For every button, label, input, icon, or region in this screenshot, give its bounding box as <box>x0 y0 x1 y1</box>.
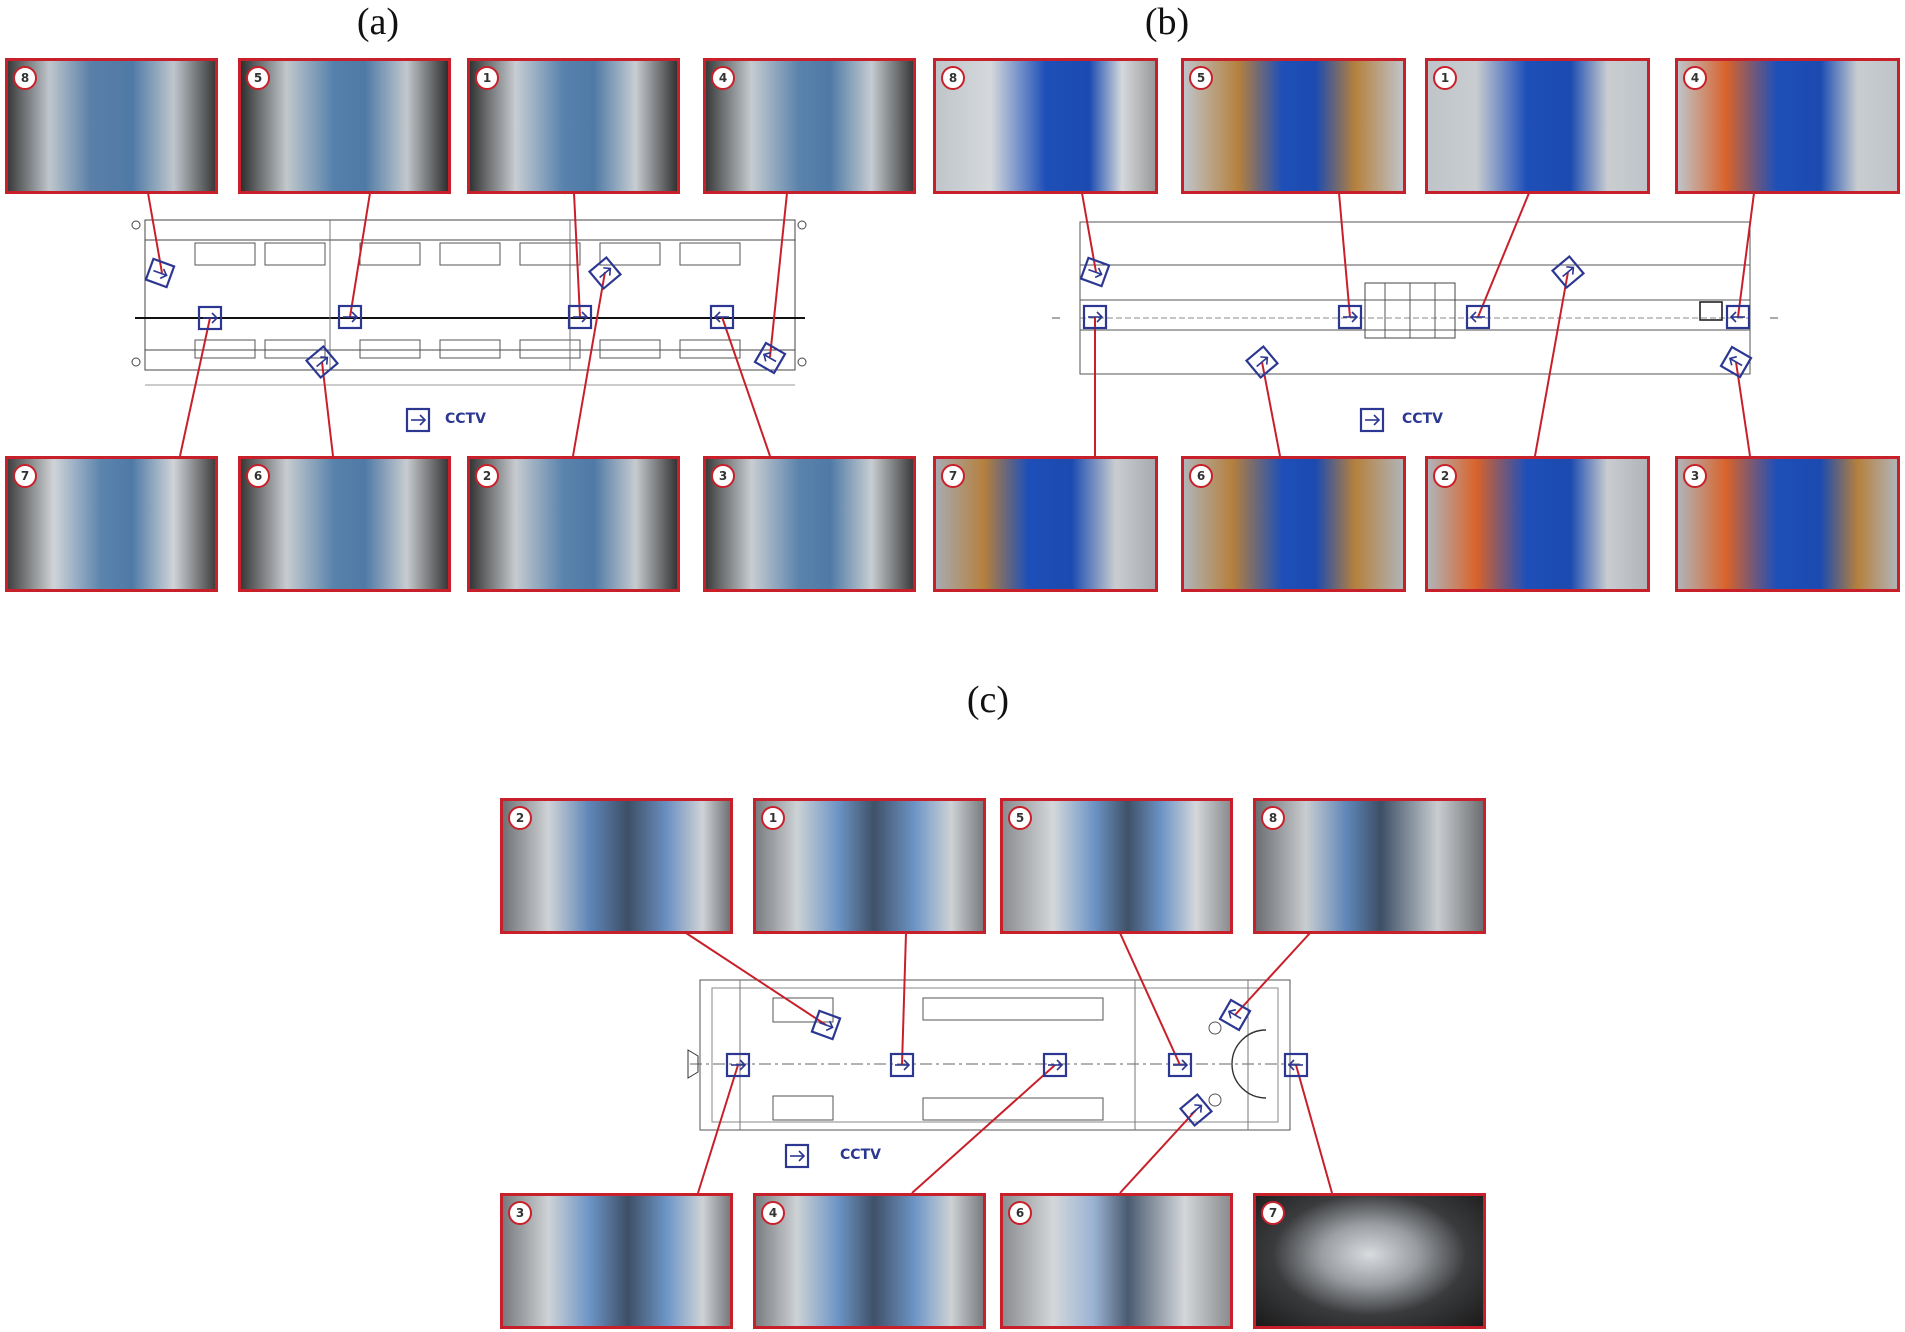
camera-number-badge: 7 <box>941 464 965 488</box>
panel-label-b: (b) <box>1144 1 1190 43</box>
camera-number-badge: 4 <box>711 66 735 90</box>
camera-number-badge: 8 <box>941 66 965 90</box>
camera-thumbnail: 6 <box>1000 1193 1233 1329</box>
camera-number-badge: 8 <box>1261 806 1285 830</box>
camera-number-badge: 1 <box>761 806 785 830</box>
floor-plan-b <box>1052 221 1778 375</box>
camera-thumbnail: 5 <box>1181 58 1406 194</box>
camera-number-badge: 2 <box>1433 464 1457 488</box>
camera-number-badge: 2 <box>475 464 499 488</box>
camera-number-badge: 5 <box>1189 66 1213 90</box>
camera-thumbnail: 2 <box>1425 456 1650 592</box>
camera-thumbnail: 7 <box>5 456 218 592</box>
panel-label-c: (c) <box>966 679 1010 721</box>
camera-number-badge: 4 <box>761 1201 785 1225</box>
camera-thumbnail: 7 <box>933 456 1158 592</box>
cctv-legend-label-c: CCTV <box>840 1147 881 1163</box>
camera-number-badge: 1 <box>475 66 499 90</box>
camera-number-badge: 3 <box>711 464 735 488</box>
cctv-legend-icon-b <box>1359 407 1385 433</box>
camera-thumbnail: 4 <box>1675 58 1900 194</box>
camera-link-lines-a <box>147 192 788 457</box>
camera-thumbnail: 1 <box>467 58 680 194</box>
camera-thumbnail: 3 <box>1675 456 1900 592</box>
cctv-legend-icon-c <box>784 1143 810 1169</box>
camera-number-badge: 2 <box>508 806 532 830</box>
cctv-legend-icon-a <box>405 407 431 433</box>
camera-number-badge: 6 <box>246 464 270 488</box>
panel-label-a: (a) <box>356 1 400 43</box>
camera-link-lines-c <box>685 932 1333 1194</box>
cctv-camera-markers-c <box>725 998 1309 1127</box>
camera-thumbnail: 8 <box>933 58 1158 194</box>
camera-number-badge: 8 <box>13 66 37 90</box>
cctv-legend-label-b: CCTV <box>1402 411 1443 427</box>
camera-number-badge: 7 <box>1261 1201 1285 1225</box>
camera-thumbnail: 1 <box>1425 58 1650 194</box>
camera-thumbnail: 8 <box>5 58 218 194</box>
camera-thumbnail: 4 <box>703 58 916 194</box>
camera-number-badge: 5 <box>1008 806 1032 830</box>
camera-thumbnail: 2 <box>500 798 733 934</box>
camera-thumbnail: 8 <box>1253 798 1486 934</box>
camera-link-lines-b <box>1081 192 1755 457</box>
camera-thumbnail: 5 <box>1000 798 1233 934</box>
camera-thumbnail: 2 <box>467 456 680 592</box>
camera-number-badge: 6 <box>1189 464 1213 488</box>
camera-number-badge: 1 <box>1433 66 1457 90</box>
cctv-camera-markers-b <box>1079 255 1753 379</box>
camera-number-badge: 6 <box>1008 1201 1032 1225</box>
camera-thumbnail: 6 <box>238 456 451 592</box>
camera-thumbnail: 1 <box>753 798 986 934</box>
camera-number-badge: 4 <box>1683 66 1707 90</box>
camera-thumbnail: 3 <box>500 1193 733 1329</box>
cctv-legend-label-a: CCTV <box>445 411 486 427</box>
floor-plan-a <box>131 219 807 386</box>
camera-number-badge: 5 <box>246 66 270 90</box>
camera-number-badge: 3 <box>1683 464 1707 488</box>
camera-thumbnail: 4 <box>753 1193 986 1329</box>
camera-thumbnail: 7 <box>1253 1193 1486 1329</box>
camera-number-badge: 7 <box>13 464 37 488</box>
camera-thumbnail: 3 <box>703 456 916 592</box>
camera-thumbnail: 5 <box>238 58 451 194</box>
camera-number-badge: 3 <box>508 1201 532 1225</box>
camera-thumbnail: 6 <box>1181 456 1406 592</box>
